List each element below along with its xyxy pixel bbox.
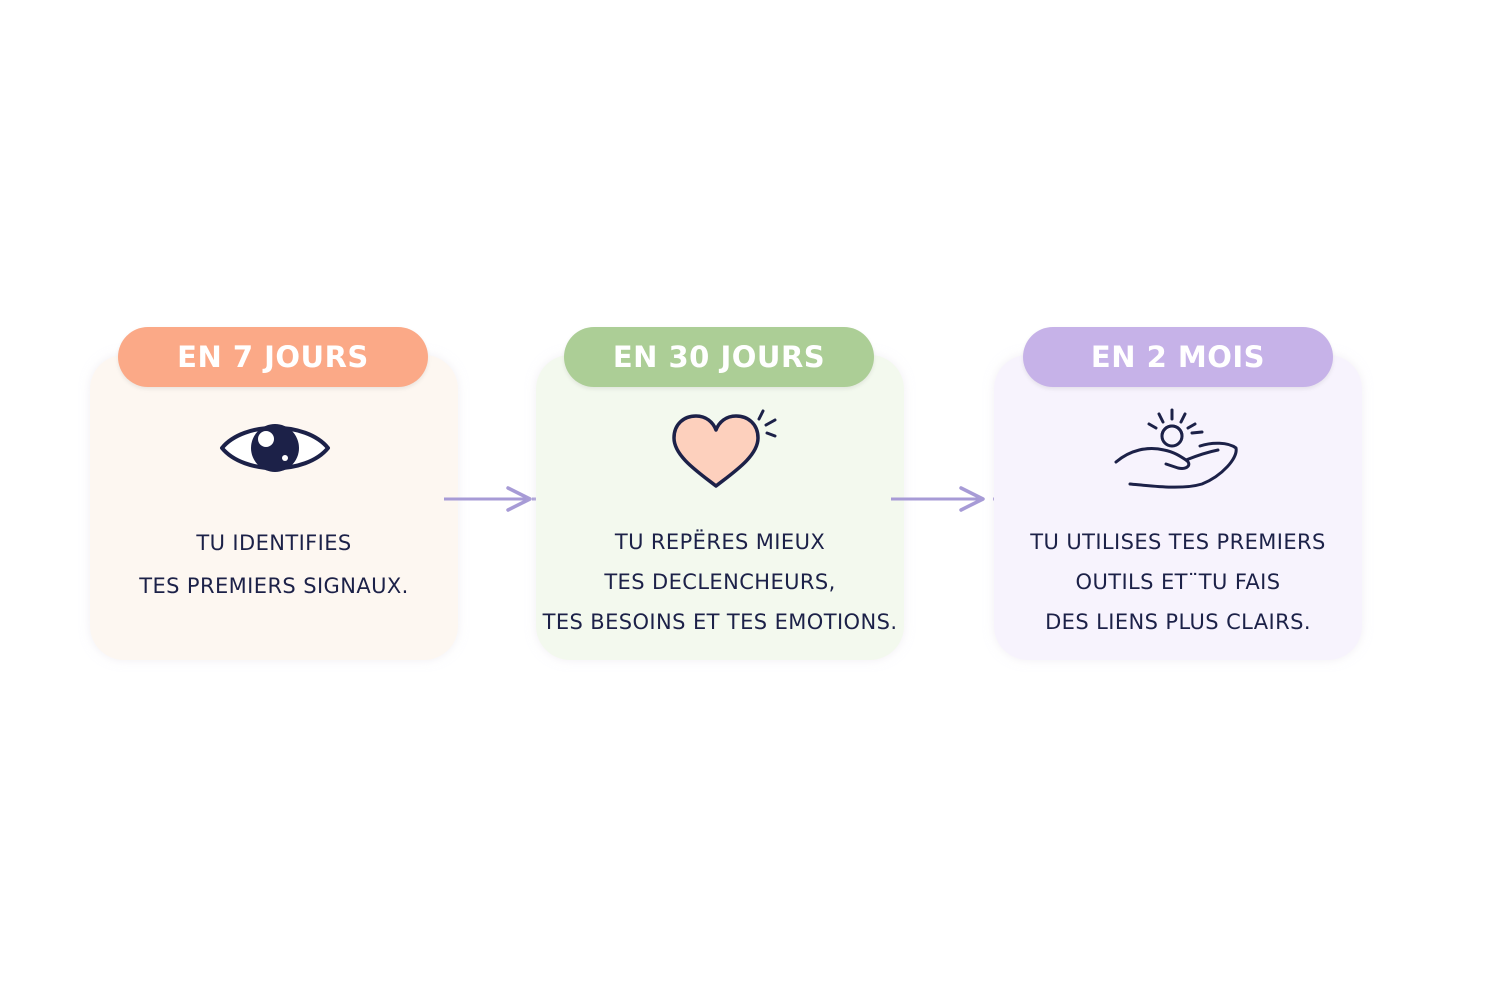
step-text-line: TES PREMIERS SIGNAUX. <box>139 574 409 598</box>
step-text-30-days: TU REPËRES MIEUX TES DECLENCHEURS, TES B… <box>536 522 904 642</box>
step-card-2-months <box>994 355 1362 660</box>
step-text-line: TU UTILISES TES PREMIERS <box>1030 530 1326 554</box>
step-badge-30-days: EN 30 JOURS <box>564 327 874 387</box>
step-text-line: DES LIENS PLUS CLAIRS. <box>1045 610 1311 634</box>
step-text-line: TES DECLENCHEURS, <box>604 570 836 594</box>
step-text-line: TU REPËRES MIEUX <box>614 530 826 554</box>
step-text-7-days: TU IDENTIFIES TES PREMIERS SIGNAUX. <box>90 522 458 608</box>
heart-icon <box>672 409 777 488</box>
step-badge-7-days: EN 7 JOURS <box>118 327 428 387</box>
step-text-line: TES BESOINS ET TES EMOTIONS. <box>542 610 898 634</box>
step-card-30-days <box>536 355 904 660</box>
step-text-2-months: TU UTILISES TES PREMIERS OUTILS ET¨TU FA… <box>994 522 1362 642</box>
arrow-right-icon <box>891 486 1005 512</box>
hand-sun-icon <box>1114 408 1238 489</box>
step-badge-2-months: EN 2 MOIS <box>1023 327 1333 387</box>
eye-icon <box>220 424 330 472</box>
step-card-7-days <box>90 355 458 660</box>
step-text-line: OUTILS ET¨TU FAIS <box>1075 570 1281 594</box>
step-text-line: TU IDENTIFIES <box>196 531 352 555</box>
